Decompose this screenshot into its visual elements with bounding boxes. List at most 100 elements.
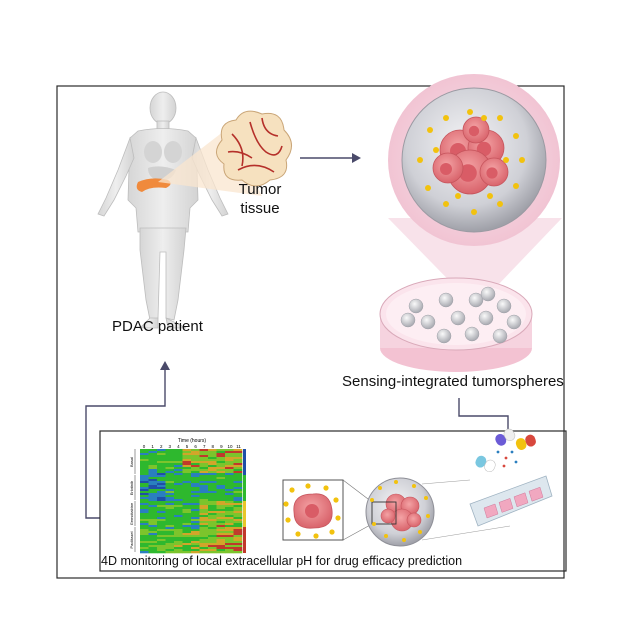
heatmap-cell: [182, 533, 192, 536]
cell-nucleus: [440, 163, 452, 175]
heatmap-cell: [191, 545, 200, 548]
heatmap-cell: [157, 531, 166, 534]
heatmap-cell: [157, 527, 166, 530]
heatmap-cell: [165, 479, 175, 482]
heatmap-cell: [148, 549, 158, 552]
heatmap-cell: [233, 515, 243, 518]
sensor-dot: [378, 486, 382, 490]
heatmap-cell: [182, 523, 192, 526]
heatmap-cell: [216, 527, 226, 530]
heatmap-cell: [216, 499, 226, 502]
heatmap-cell: [165, 487, 175, 490]
heatmap-cell: [225, 551, 234, 554]
heatmap-cell: [216, 529, 226, 532]
heatmap-cell: [174, 461, 183, 464]
heatmap-cell: [165, 517, 175, 520]
heatmap-cell: [140, 485, 149, 488]
heatmap-cell: [233, 483, 243, 486]
heatmap-cell: [208, 509, 217, 512]
heatmap-cell: [165, 469, 175, 472]
heatmap-cell: [140, 533, 149, 536]
heatmap-cell: [140, 501, 149, 504]
heatmap-cell: [216, 453, 226, 456]
heatmap-cell: [165, 475, 175, 478]
heatmap-cell: [157, 541, 166, 544]
heatmap-tick-label: 1: [151, 444, 154, 449]
heatmap-cell: [182, 481, 192, 484]
sensor-dot: [370, 498, 374, 502]
heatmap-cell: [174, 503, 183, 506]
heatmap-cell: [165, 533, 175, 536]
heatmap-cell: [199, 493, 209, 496]
heatmap-cell: [191, 495, 200, 498]
heatmap-cell: [208, 519, 217, 522]
sensor-dot: [402, 538, 406, 542]
heatmap-cell: [148, 513, 158, 516]
heatmap-cell: [216, 519, 226, 522]
heatmap-cell: [216, 515, 226, 518]
heatmap-cell: [165, 519, 175, 522]
heatmap-cell: [157, 477, 166, 480]
dish-tumorsphere: [506, 314, 522, 330]
heatmap-cell: [208, 541, 217, 544]
heatmap-cell: [216, 487, 226, 490]
heatmap-cell: [208, 493, 217, 496]
heatmap-cell: [174, 459, 183, 462]
heatmap-cell: [165, 539, 175, 542]
heatmap-cell: [165, 461, 175, 464]
heatmap-cell: [148, 501, 158, 504]
heatmap-cell: [208, 477, 217, 480]
heatmap-cell: [216, 463, 226, 466]
heatmap-cell: [174, 463, 183, 466]
heatmap-cell: [233, 489, 243, 492]
heatmap-cell: [199, 529, 209, 532]
human-figure: [97, 91, 229, 329]
heatmap-cell: [174, 511, 183, 514]
heatmap-cell: [216, 481, 226, 484]
heatmap-cell: [199, 543, 209, 546]
heatmap-cell: [182, 541, 192, 544]
heatmap-cell: [148, 453, 158, 456]
heatmap-cell: [157, 455, 166, 458]
heatmap-cell: [191, 541, 200, 544]
heatmap-cell: [148, 493, 158, 496]
heatmap-cell: [182, 521, 192, 524]
heatmap-cell: [233, 469, 243, 472]
heatmap-cell: [233, 471, 243, 474]
heatmap-cell: [233, 475, 243, 478]
heatmap-cell: [208, 459, 217, 462]
heatmap-cell: [174, 513, 183, 516]
heatmap-cell: [174, 549, 183, 552]
heatmap-cell: [174, 547, 183, 550]
heatmap-cell: [182, 535, 192, 538]
heatmap-cell: [165, 473, 175, 476]
heatmap-cell: [165, 515, 175, 518]
heatmap-cell: [174, 469, 183, 472]
heatmap-cell: [233, 545, 243, 548]
heatmap-cell: [165, 453, 175, 456]
heatmap-cell: [157, 493, 166, 496]
heatmap-cell: [199, 481, 209, 484]
heatmap-cell: [233, 523, 243, 526]
heatmap-cell: [182, 485, 192, 488]
chip-well: [513, 492, 529, 508]
heatmap-cell: [216, 465, 226, 468]
heatmap-cell: [233, 493, 243, 496]
heatmap-cell: [216, 547, 226, 550]
heatmap-cell: [225, 505, 234, 508]
heatmap-cell: [233, 465, 243, 468]
heatmap-cell: [165, 541, 175, 544]
sensor-dot: [333, 497, 339, 503]
heatmap-cell: [191, 549, 200, 552]
heatmap-cell: [225, 509, 234, 512]
heatmap-cell: [157, 543, 166, 546]
heatmap-cell: [233, 481, 243, 484]
heatmap-cell: [165, 493, 175, 496]
heatmap-cell: [148, 533, 158, 536]
heatmap-cell: [174, 517, 183, 520]
heatmap-cell: [140, 519, 149, 522]
heatmap-cell: [208, 497, 217, 500]
heatmap-cell: [182, 513, 192, 516]
heatmap-cell: [199, 495, 209, 498]
pdac-patient-label: PDAC patient: [112, 318, 203, 335]
